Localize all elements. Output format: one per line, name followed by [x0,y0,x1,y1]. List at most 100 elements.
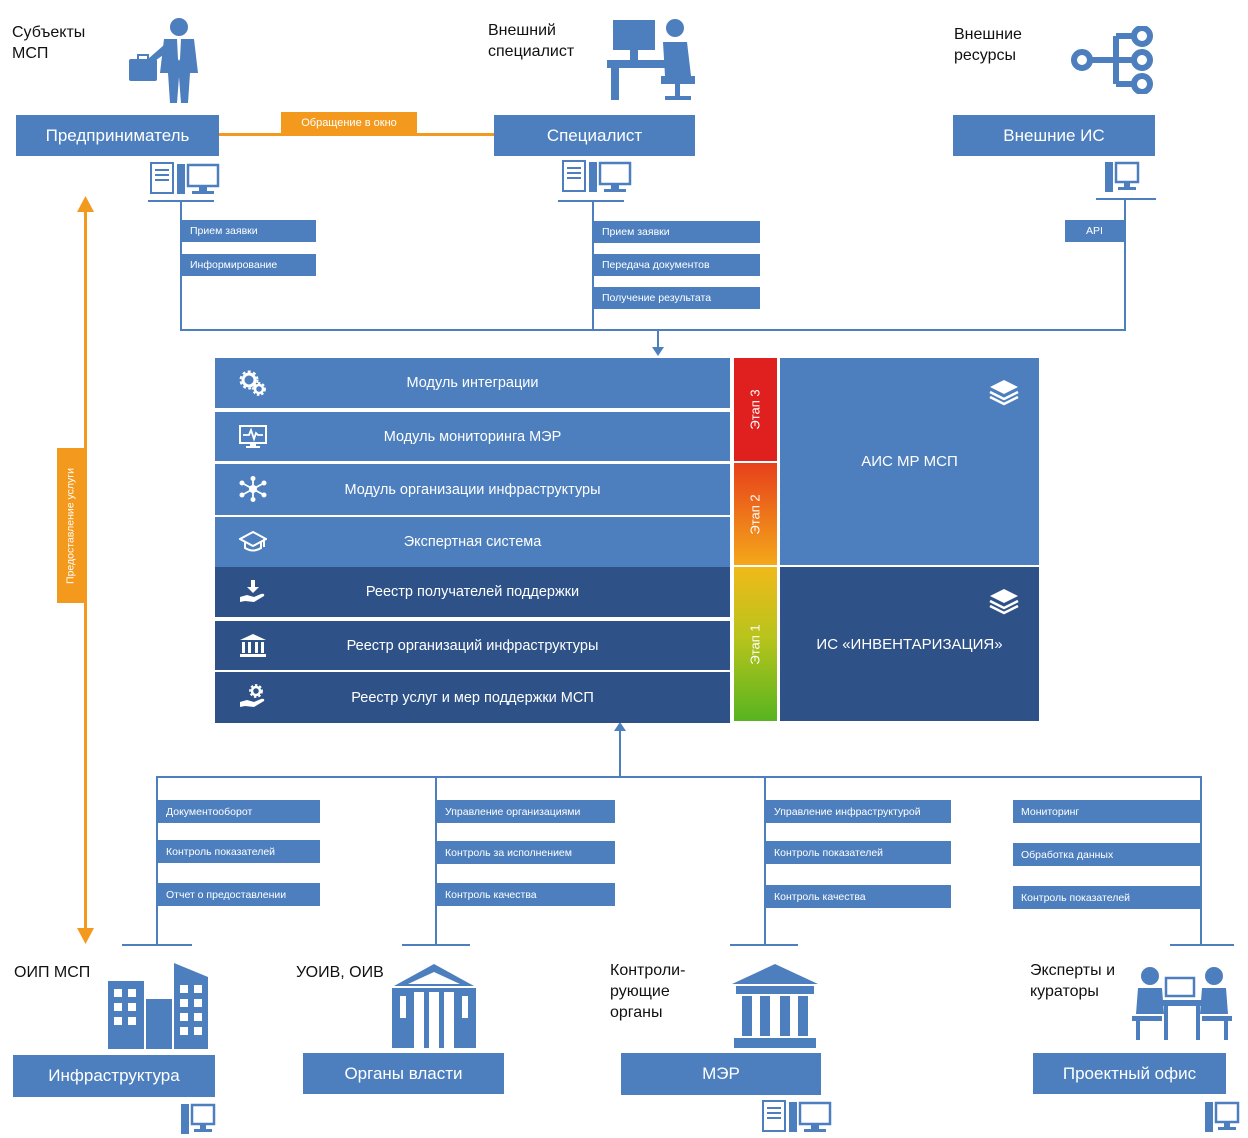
bottom-stem-2 [435,777,437,945]
tag-infra-1: Документооборот [158,800,320,823]
module-integration[interactable]: Модуль интеграции [215,358,730,408]
stage-3: Этап 3 [734,358,777,461]
category-subjects: Субъекты МСП [12,24,86,62]
category-control: Контроли- рующие органы [610,962,686,1021]
hand-gear-icon [240,684,265,707]
tag-project-office-2: Обработка данных [1013,843,1200,866]
office-buildings-icon [108,963,208,1049]
top-stem-right [1124,199,1126,331]
hierarchy-icon [1071,26,1153,94]
ministry-building-icon [732,964,818,1048]
top-stem-left [180,201,182,331]
bottom-stem-1 [156,777,158,945]
tag-mer-3: Контроль качества [766,885,951,908]
top-down-connector [657,330,659,350]
tag-project-office-1: Мониторинг [1013,800,1200,823]
layers-icon [989,589,1019,615]
bottom-stand-4 [1170,944,1234,946]
stage-label: Этап 3 [747,389,763,430]
tag-specialist-3: Получение результата [594,287,760,309]
module-label: Модуль мониторинга МЭР [383,428,562,445]
system-ais-mr-msp[interactable]: АИС МР МСП [780,358,1039,565]
tag-authorities-3: Контроль качества [437,883,615,906]
tag-authorities-1: Управление организациями [437,800,615,823]
module-label: Модуль организации инфраструктуры [344,481,601,498]
category-external-resources: Внешние ресурсы [954,26,1022,64]
arrow-down-icon [652,347,664,356]
system-inventory[interactable]: ИС «ИНВЕНТАРИЗАЦИЯ» [780,567,1039,721]
tag-infra-3: Отчет о предоставлении [158,883,320,906]
system-label: АИС МР МСП [861,453,958,470]
external-is-box[interactable]: Внешние ИС [953,115,1155,156]
bottom-stem-3 [764,777,766,945]
meeting-icon [1132,967,1232,1040]
bottom-up-connector [619,730,621,777]
category-oip: ОИП МСП [14,964,91,981]
tag-external-1: API [1065,220,1124,242]
tag-entrepreneur-1: Прием заявки [182,220,316,242]
stage-2: Этап 2 [734,463,777,565]
stage-label: Этап 1 [747,623,763,665]
module-label: Реестр организаций инфраструктуры [346,637,599,654]
module-label: Модуль интеграции [406,375,539,391]
module-expert-system[interactable]: Экспертная система [215,515,730,567]
tag-mer-1: Управление инфраструктурой [766,800,951,823]
tag-specialist-1: Прием заявки [594,221,760,243]
stage-1: Этап 1 [734,567,777,721]
bottom-stand-3 [730,944,798,946]
businessman-icon [129,18,198,103]
authorities-box[interactable]: Органы власти [303,1053,504,1094]
arrow-up-icon [77,196,94,212]
top-bus [180,329,1126,331]
document-pc-icon [762,1100,832,1132]
arrow-up-icon [614,722,626,731]
pc-icon [1105,161,1140,192]
bank-icon [240,634,266,657]
government-building-icon [392,964,476,1048]
layers-icon [989,380,1019,406]
tag-specialist-2: Передача документов [594,254,760,276]
bottom-stand-1 [122,944,192,946]
pc-icon [181,1103,216,1134]
registry-services-measures[interactable]: Реестр услуг и мер поддержки МСП [215,670,730,723]
entrepreneur-box[interactable]: Предприниматель [16,115,219,156]
top-stand-right [1096,198,1156,200]
stage-label: Этап 2 [747,493,763,535]
pc-icon [1205,1101,1240,1132]
category-external-specialist: Внешний специалист [488,22,575,60]
module-label: Реестр получателей поддержки [365,584,580,600]
mer-box[interactable]: МЭР [621,1053,821,1095]
document-pc-icon [562,160,632,192]
bottom-stand-2 [402,944,470,946]
document-pc-icon [150,162,220,194]
module-infrastructure[interactable]: Модуль организации инфраструктуры [215,462,730,515]
infrastructure-box[interactable]: Инфраструктура [13,1055,215,1097]
registry-support-recipients[interactable]: Реестр получателей поддержки [215,567,730,617]
service-label: Предоставление услуги [64,468,77,584]
bottom-stem-4 [1200,777,1202,945]
tag-project-office-3: Контроль показателей [1013,886,1200,909]
module-monitoring[interactable]: Модуль мониторинга МЭР [215,410,730,461]
link-line [219,133,494,136]
bottom-bus [156,776,1202,778]
tag-infra-2: Контроль показателей [158,840,320,863]
gears-icon [239,370,266,396]
specialist-box[interactable]: Специалист [494,115,695,156]
monitor-icon [239,425,267,448]
top-stand-mid [558,200,624,202]
tag-mer-2: Контроль показателей [766,841,951,864]
link-label: Обращение в окно [281,112,417,134]
top-stem-mid [592,201,594,331]
category-experts: Эксперты и кураторы [1030,962,1115,1000]
tag-authorities-2: Контроль за исполнением [437,841,615,864]
system-label: ИС «ИНВЕНТАРИЗАЦИЯ» [816,635,1003,653]
service-label-box [57,448,85,603]
registry-infrastructure-orgs[interactable]: Реестр организаций инфраструктуры [215,619,730,670]
hand-download-icon [240,580,265,602]
module-label: Экспертная система [403,534,542,550]
tag-entrepreneur-2: Информирование [182,254,316,276]
module-label: Реестр услуг и мер поддержки МСП [351,689,594,706]
service-arrow-line [84,210,87,932]
project-office-box[interactable]: Проектный офис [1033,1053,1226,1094]
category-uoiv: УОИВ, ОИВ [296,964,384,981]
